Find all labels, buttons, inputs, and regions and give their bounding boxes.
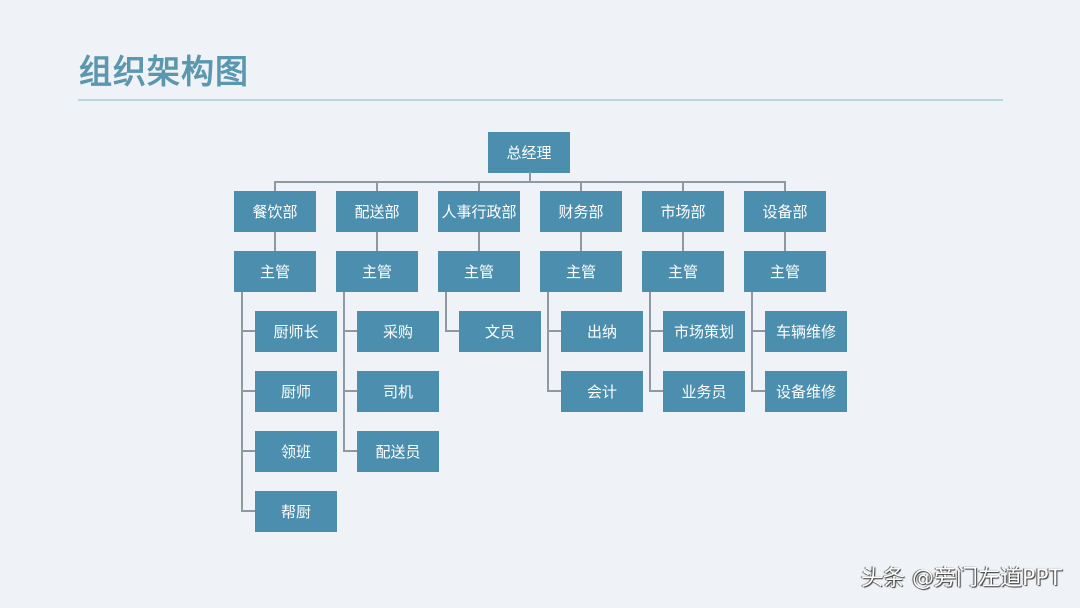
connector-staff — [343, 390, 357, 392]
connector-staff — [547, 330, 561, 332]
node-staff[interactable]: 帮厨 — [255, 491, 337, 532]
connector-staff — [649, 330, 663, 332]
connector-staff — [241, 450, 255, 452]
connector-staff-trunk-4 — [649, 292, 651, 392]
connector-dept-0 — [274, 181, 276, 191]
title-divider — [78, 99, 1003, 101]
connector-staff-trunk-3 — [547, 292, 549, 392]
node-staff[interactable]: 配送员 — [357, 431, 439, 472]
node-supervisor[interactable]: 主管 — [540, 251, 622, 292]
node-supervisor[interactable]: 主管 — [438, 251, 520, 292]
connector-supervisor-3 — [580, 232, 582, 251]
node-staff[interactable]: 出纳 — [561, 311, 643, 352]
connector-staff — [445, 330, 459, 332]
node-supervisor[interactable]: 主管 — [744, 251, 826, 292]
node-department[interactable]: 配送部 — [336, 191, 418, 232]
node-department[interactable]: 市场部 — [642, 191, 724, 232]
node-staff[interactable]: 设备维修 — [765, 371, 847, 412]
node-staff[interactable]: 车辆维修 — [765, 311, 847, 352]
node-department[interactable]: 设备部 — [744, 191, 826, 232]
connector-staff — [343, 330, 357, 332]
node-department[interactable]: 餐饮部 — [234, 191, 316, 232]
connector-supervisor-4 — [682, 232, 684, 251]
node-staff[interactable]: 市场策划 — [663, 311, 745, 352]
connector-staff — [649, 390, 663, 392]
node-department[interactable]: 人事行政部 — [438, 191, 520, 232]
node-staff[interactable]: 业务员 — [663, 371, 745, 412]
connector-dept-5 — [784, 181, 786, 191]
connector-staff-trunk-0 — [241, 292, 243, 512]
connector-dept-bus — [274, 181, 786, 183]
connector-supervisor-1 — [376, 232, 378, 251]
connector-supervisor-5 — [784, 232, 786, 251]
connector-staff — [751, 330, 765, 332]
node-staff[interactable]: 会计 — [561, 371, 643, 412]
connector-staff — [751, 390, 765, 392]
connector-root-down — [529, 172, 531, 182]
watermark: 头条 @旁门左道PPT — [861, 566, 1062, 591]
connector-staff — [241, 390, 255, 392]
connector-staff — [547, 390, 561, 392]
node-root[interactable]: 总经理 — [488, 132, 570, 173]
node-staff[interactable]: 采购 — [357, 311, 439, 352]
node-supervisor[interactable]: 主管 — [234, 251, 316, 292]
node-staff[interactable]: 领班 — [255, 431, 337, 472]
connector-staff — [343, 450, 357, 452]
node-department[interactable]: 财务部 — [540, 191, 622, 232]
node-supervisor[interactable]: 主管 — [336, 251, 418, 292]
node-supervisor[interactable]: 主管 — [642, 251, 724, 292]
connector-staff — [241, 330, 255, 332]
connector-dept-1 — [376, 181, 378, 191]
connector-supervisor-2 — [478, 232, 480, 251]
node-staff[interactable]: 厨师 — [255, 371, 337, 412]
connector-supervisor-0 — [274, 232, 276, 251]
connector-staff-trunk-5 — [751, 292, 753, 392]
node-staff[interactable]: 司机 — [357, 371, 439, 412]
connector-dept-4 — [682, 181, 684, 191]
connector-dept-2 — [478, 181, 480, 191]
connector-staff-trunk-1 — [343, 292, 345, 452]
connector-staff-trunk-2 — [445, 292, 447, 332]
connector-dept-3 — [580, 181, 582, 191]
node-staff[interactable]: 文员 — [459, 311, 541, 352]
page-title: 组织架构图 — [79, 52, 249, 91]
node-staff[interactable]: 厨师长 — [255, 311, 337, 352]
connector-staff — [241, 510, 255, 512]
